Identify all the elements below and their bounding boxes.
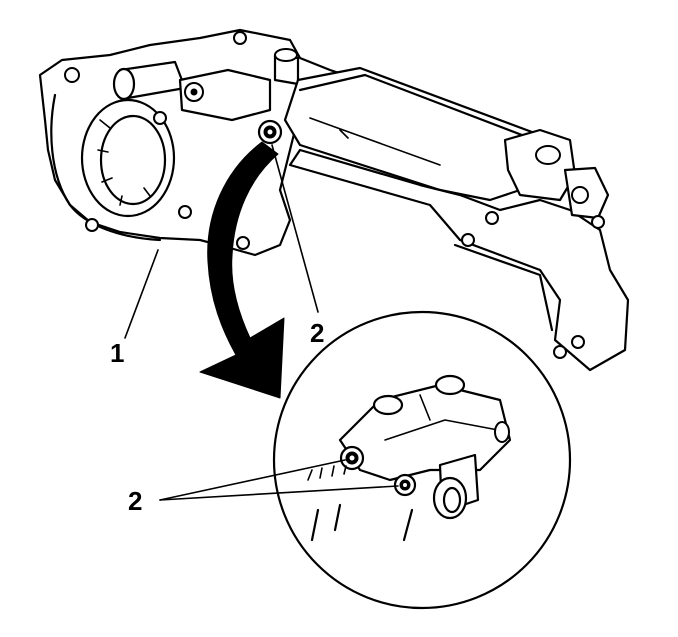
leader-item-2-detail-a xyxy=(159,459,346,501)
bolt-hole xyxy=(591,215,605,229)
detail-top-boss-2 xyxy=(434,374,466,396)
bolt-hole xyxy=(85,218,99,232)
bore-ribs xyxy=(97,119,151,206)
bolt-hole xyxy=(153,111,167,125)
cooler-arm xyxy=(257,66,630,372)
leader-item-2-main xyxy=(271,144,319,313)
detail-body-edge xyxy=(384,394,499,441)
detail-stub-left xyxy=(310,503,342,542)
bolt-hole xyxy=(571,335,585,349)
arm-detail-line xyxy=(309,117,441,166)
seal-detail-upper-center xyxy=(349,455,355,461)
upper-block-port-core xyxy=(190,88,198,96)
housing-bore-inner xyxy=(99,114,167,206)
bolt-hole xyxy=(236,236,250,250)
housing-assembly xyxy=(38,28,362,257)
top-boss-hole xyxy=(274,48,298,62)
bolt-hole xyxy=(178,205,192,219)
bolt-hole xyxy=(553,345,567,359)
detail-side-port xyxy=(494,421,510,443)
right-end-port xyxy=(535,145,561,165)
leader-item-2-detail-b xyxy=(159,485,399,501)
detail-view xyxy=(272,310,572,610)
arm-lower-edge xyxy=(453,243,554,332)
upper-block xyxy=(178,68,272,122)
detail-top-boss xyxy=(372,394,404,416)
leader-item-1 xyxy=(124,249,159,339)
detail-pipe-bore xyxy=(442,486,462,514)
arm-ridge xyxy=(298,73,537,142)
inlet-pipe-end xyxy=(112,67,136,101)
detail-stub-right xyxy=(402,508,414,542)
seal-detail-lower-center xyxy=(403,483,407,487)
bolt-hole xyxy=(461,233,475,247)
housing-bore-outer xyxy=(80,98,176,218)
bolt-hole xyxy=(485,211,499,225)
arm-lower xyxy=(288,148,630,372)
seal-main-center xyxy=(267,129,273,135)
callout-2-detail: 2 xyxy=(128,486,142,516)
bolt-hole xyxy=(233,31,247,45)
housing-flange-rim xyxy=(50,93,162,242)
detail-marks xyxy=(307,465,347,481)
callout-1: 1 xyxy=(110,338,124,368)
callout-2-main: 2 xyxy=(310,318,324,348)
bolt-hole xyxy=(64,67,80,83)
right-fitting-port xyxy=(571,186,589,204)
arm-upper xyxy=(283,66,562,202)
removal-arrow xyxy=(199,141,285,399)
